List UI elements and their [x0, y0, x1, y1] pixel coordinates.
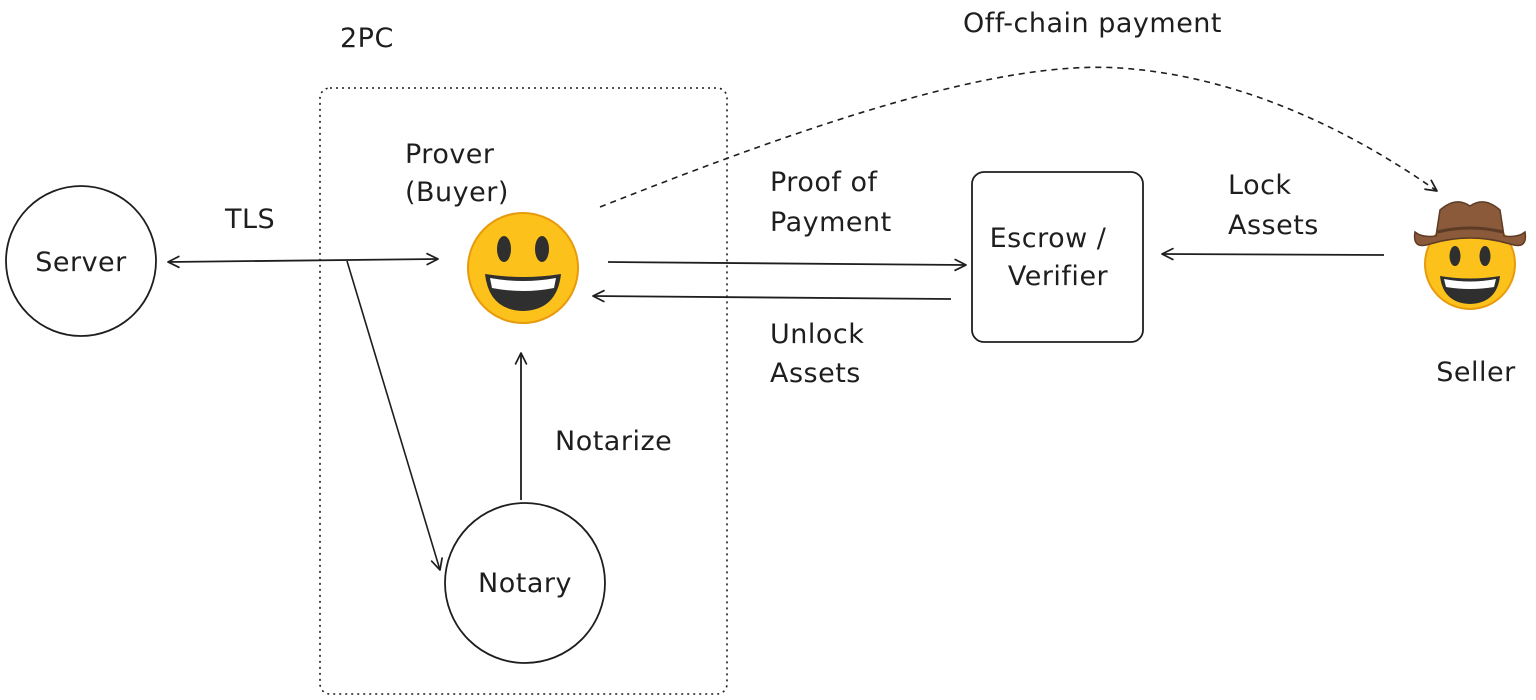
server-label: Server — [35, 247, 127, 278]
escrow-label-line1: Escrow / — [990, 223, 1107, 254]
seller-label: Seller — [1436, 357, 1516, 388]
unlock-assets-edge — [592, 289, 952, 303]
escrow-label-line2: Verifier — [1008, 261, 1109, 292]
lock-assets-label-line1: Lock — [1228, 170, 1292, 201]
prover-label-line1: Prover — [405, 139, 495, 170]
grinning-face-icon — [467, 212, 579, 324]
server-node — [5, 185, 157, 337]
tls-edge — [167, 252, 439, 269]
notary-label: Notary — [478, 568, 572, 599]
tls-label: TLS — [224, 204, 275, 235]
prover-label-line2: (Buyer) — [405, 177, 509, 208]
offchain-payment-label: Off-chain payment — [963, 8, 1222, 39]
lock-assets-label-line2: Assets — [1228, 210, 1319, 241]
notarize-label: Notarize — [555, 426, 672, 457]
proof-of-payment-label-line2: Payment — [770, 207, 892, 238]
twopc-group-label: 2PC — [340, 23, 394, 54]
tls-to-notary-edge — [346, 260, 443, 571]
cowboy-hat-face-icon — [1413, 201, 1527, 310]
notary-node — [444, 502, 606, 664]
unlock-assets-label-line2: Assets — [770, 358, 861, 389]
offchain-payment-edge — [599, 66, 1438, 208]
proof-of-payment-label-line1: Proof of — [770, 167, 878, 198]
proof-of-payment-edge — [607, 258, 967, 272]
twopc-group-box — [319, 87, 728, 695]
lock-assets-edge — [1161, 247, 1385, 261]
escrow-verifier-node — [971, 171, 1144, 343]
unlock-assets-label-line1: Unlock — [770, 319, 864, 350]
